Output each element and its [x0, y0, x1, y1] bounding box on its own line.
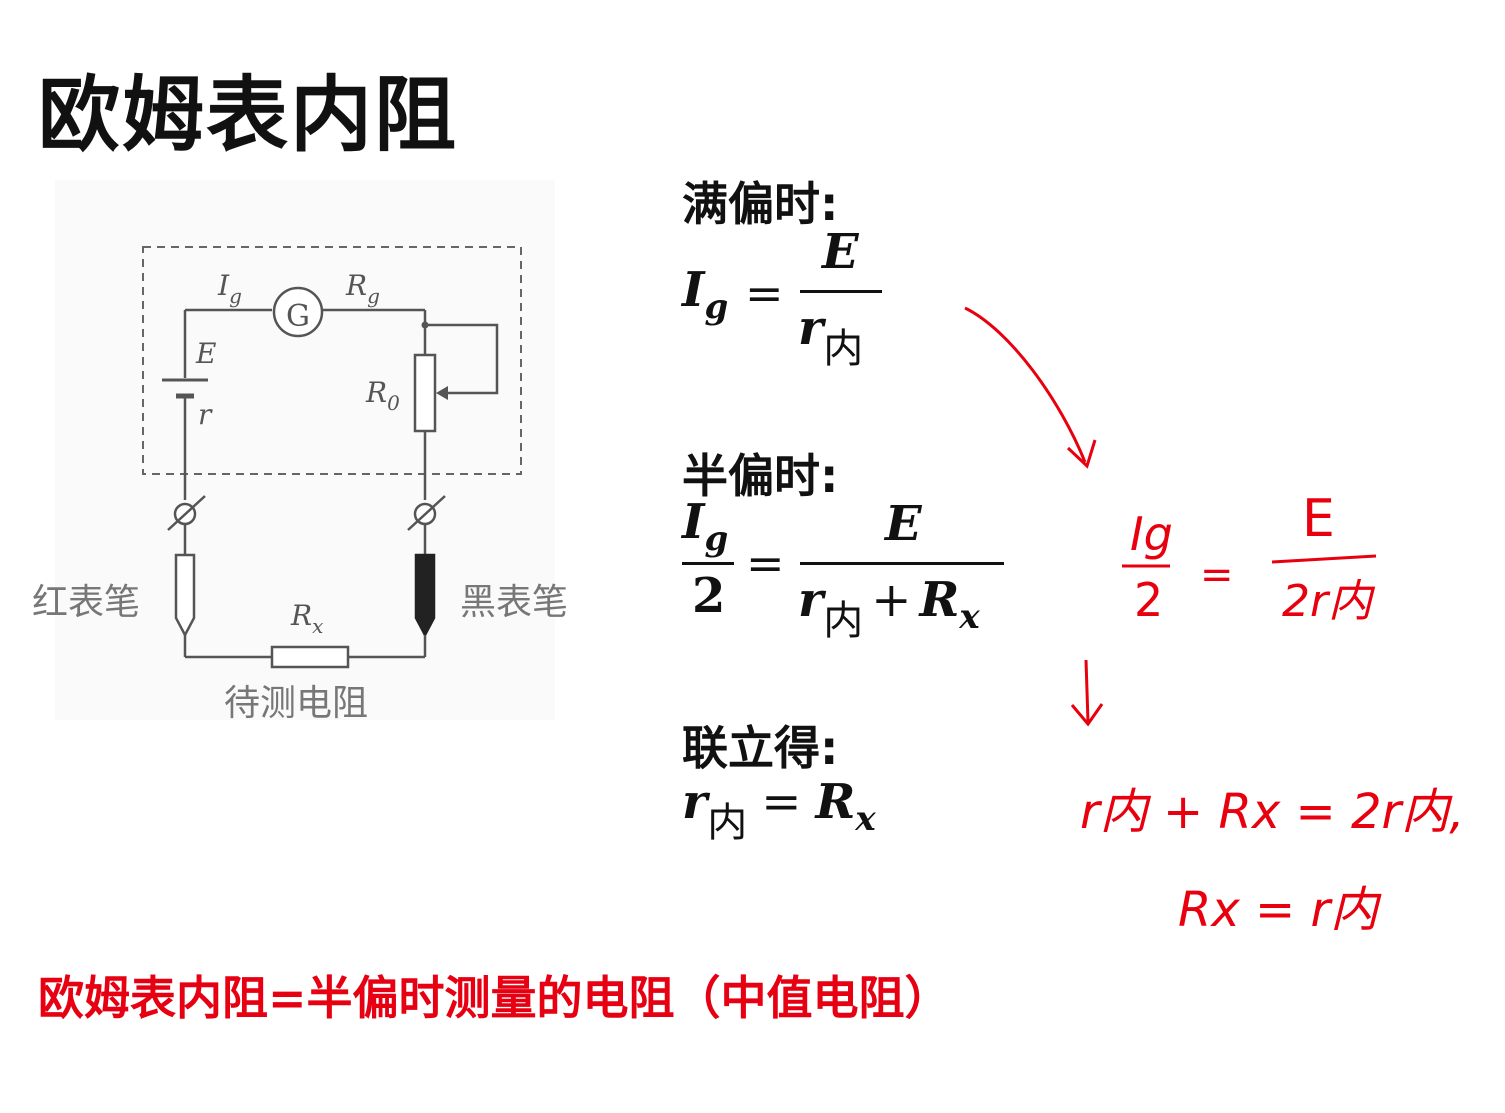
right-jack-slash: [407, 495, 446, 531]
full-numerator: E: [822, 224, 859, 280]
left-jack-slash: [167, 495, 206, 531]
unknown-resistor-label: 待测电阻: [224, 683, 368, 724]
hw-eq1-rhs-num: E: [1302, 489, 1335, 549]
galvanometer-label: G: [286, 299, 310, 334]
emf-label: E: [195, 337, 216, 370]
red-probe-symbol: [174, 553, 196, 638]
half-denominator: r内+Rx: [798, 572, 980, 644]
full-lhs: Ig: [682, 262, 729, 327]
half-lhs-fraction-bar: [682, 562, 734, 565]
black-probe-label: 黑表笔: [460, 582, 568, 623]
half-fraction-bar: [800, 562, 1004, 565]
galvanometer-symbol: [272, 286, 324, 338]
conclusion-text: 欧姆表内阻=半偏时测量的电阻（中值电阻）: [38, 971, 951, 1025]
half-numerator: E: [885, 496, 922, 552]
hw-eq1-equals: =: [1200, 552, 1234, 598]
hw-eq2: r内 + Rx = 2r内,: [1080, 784, 1465, 840]
full-deflection-heading: 满偏时:: [682, 177, 839, 231]
black-probe-symbol: [414, 553, 436, 638]
internal-resistance-label: r: [198, 398, 213, 431]
half-equals: =: [746, 536, 785, 590]
joint-equation: r内=Rx: [682, 774, 876, 846]
meter-enclosure: [142, 246, 522, 475]
joint-heading: 联立得:: [682, 721, 839, 775]
half-deflection-heading: 半偏时:: [682, 449, 839, 503]
down-arrow: [1084, 659, 1090, 723]
page-title: 欧姆表内阻: [38, 68, 459, 163]
down-arrow-head: [1070, 703, 1104, 727]
hw-eq1-rhs-den: 2r内: [1282, 576, 1376, 627]
hw-eq1-rhs-bar: [1271, 554, 1377, 564]
rx-label: Rx: [290, 599, 323, 638]
rheostat-loop: [425, 323, 499, 395]
half-lhs-numerator: Ig: [682, 494, 729, 559]
half-lhs-denominator: 2: [692, 568, 726, 624]
r0-label: R0: [365, 376, 400, 415]
current-label: Ig: [217, 269, 242, 308]
full-equals: =: [745, 266, 784, 320]
full-denominator: r内: [798, 300, 864, 372]
full-fraction-bar: [800, 290, 882, 293]
rheostat-arrow: [436, 386, 448, 400]
circuit-background: [55, 180, 555, 720]
curved-arrow-head: [1066, 439, 1097, 469]
curved-arrow: [964, 306, 1087, 463]
hw-eq1-lhs-num: Ig: [1130, 507, 1173, 561]
hw-eq1-lhs-den: 2: [1134, 573, 1163, 627]
hw-eq3: Rx = r内: [1178, 882, 1382, 938]
rg-label: Rg: [345, 269, 380, 308]
red-probe-label: 红表笔: [32, 582, 140, 623]
